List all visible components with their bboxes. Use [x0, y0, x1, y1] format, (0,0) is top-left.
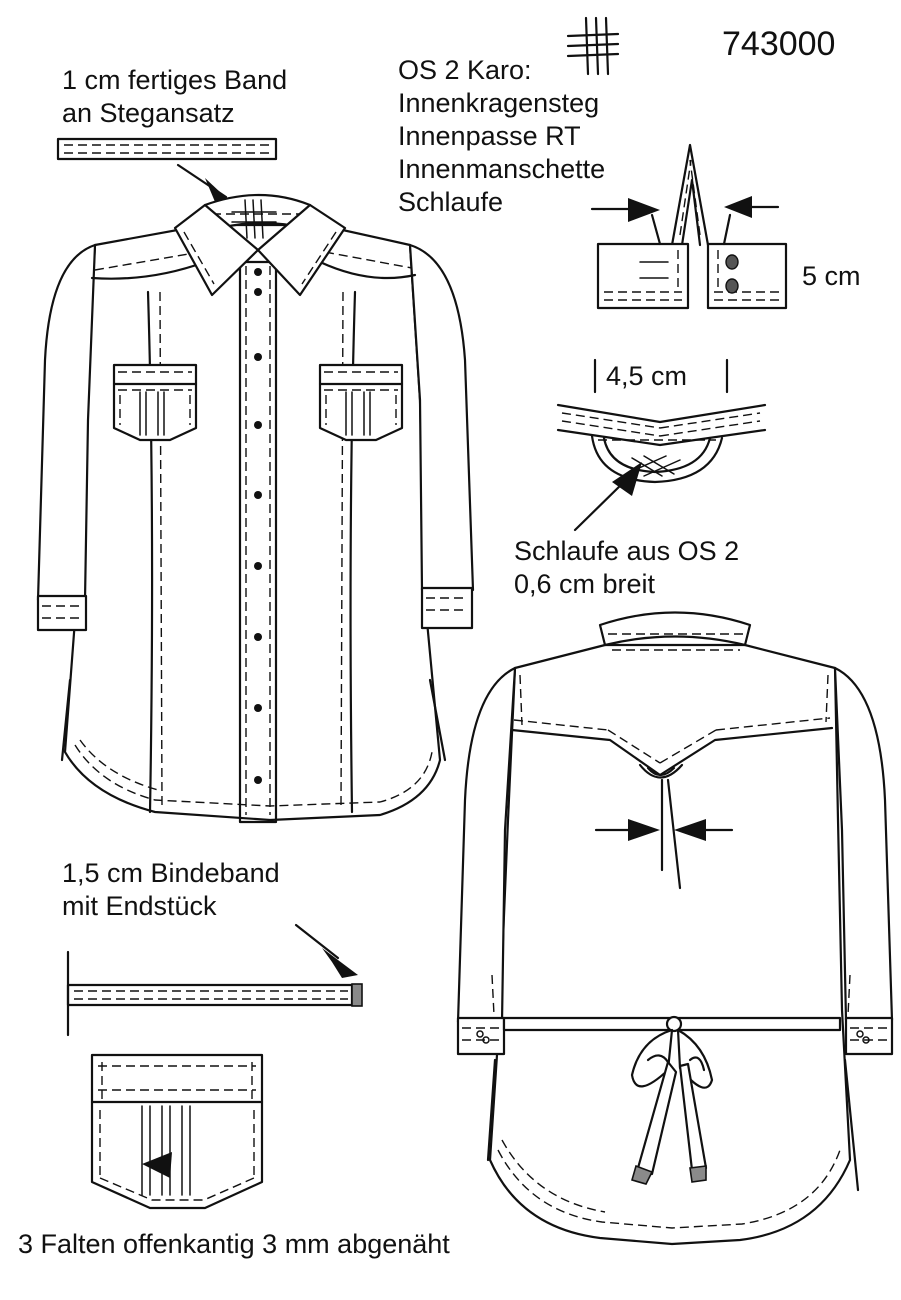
os2-label-line4: Innenmanschette — [398, 154, 606, 184]
pleats-label: 3 Falten offenkantig 3 mm abgenäht — [18, 1229, 450, 1259]
os2-fabric-label: OS 2 Karo: Innenkragensteg Innenpasse RT… — [398, 54, 605, 219]
os2-label-line2: Innenkragensteg — [398, 88, 600, 118]
os2-label-line3: Innenpasse RT — [398, 121, 581, 151]
front-buttons — [254, 268, 262, 784]
plaid-check-icon — [566, 16, 620, 76]
band-label-line2: an Stegansatz — [62, 98, 235, 128]
tie-band-detail — [66, 923, 363, 1037]
arrow-icon — [142, 1152, 172, 1178]
arrow-icon — [628, 198, 660, 222]
arrow-icon — [612, 462, 642, 496]
tie-end-icon — [631, 1164, 654, 1185]
tie-label-line2: mit Endstück — [62, 891, 217, 921]
arrow-icon — [674, 819, 706, 841]
front-pocket-left — [112, 363, 198, 442]
band-label-line1: 1 cm fertiges Band — [62, 65, 288, 95]
loop-detail — [556, 358, 767, 532]
plaid-check-icon — [231, 199, 277, 239]
os2-label-line1: OS 2 Karo: — [398, 55, 532, 85]
tie-label-line1: 1,5 cm Bindeband — [62, 858, 280, 888]
tie-end-icon — [689, 1165, 707, 1183]
cuff-detail — [590, 143, 788, 310]
plaid-check-icon — [629, 455, 681, 477]
cuff-height-label: 5 cm — [802, 261, 861, 291]
loop-label-line2: 0,6 cm breit — [514, 569, 656, 599]
arrow-icon — [322, 948, 358, 978]
pocket-pleat-detail — [90, 1053, 264, 1210]
loop-label: Schlaufe aus OS 2 0,6 cm breit — [514, 535, 739, 601]
front-view-shirt — [36, 193, 475, 824]
tie-band-label: 1,5 cm Bindeband mit Endstück — [62, 857, 280, 923]
os2-label-line5: Schlaufe — [398, 187, 504, 217]
band-label: 1 cm fertiges Band an Stegansatz — [62, 64, 287, 130]
loop-width-label: 4,5 cm — [606, 361, 688, 391]
loop-label-line1: Schlaufe aus OS 2 — [514, 536, 740, 566]
arrow-icon — [628, 819, 660, 841]
style-number: 743000 — [722, 25, 836, 63]
front-pocket-right — [318, 363, 404, 442]
arrow-icon — [724, 196, 752, 218]
back-view-shirt — [456, 611, 894, 1246]
